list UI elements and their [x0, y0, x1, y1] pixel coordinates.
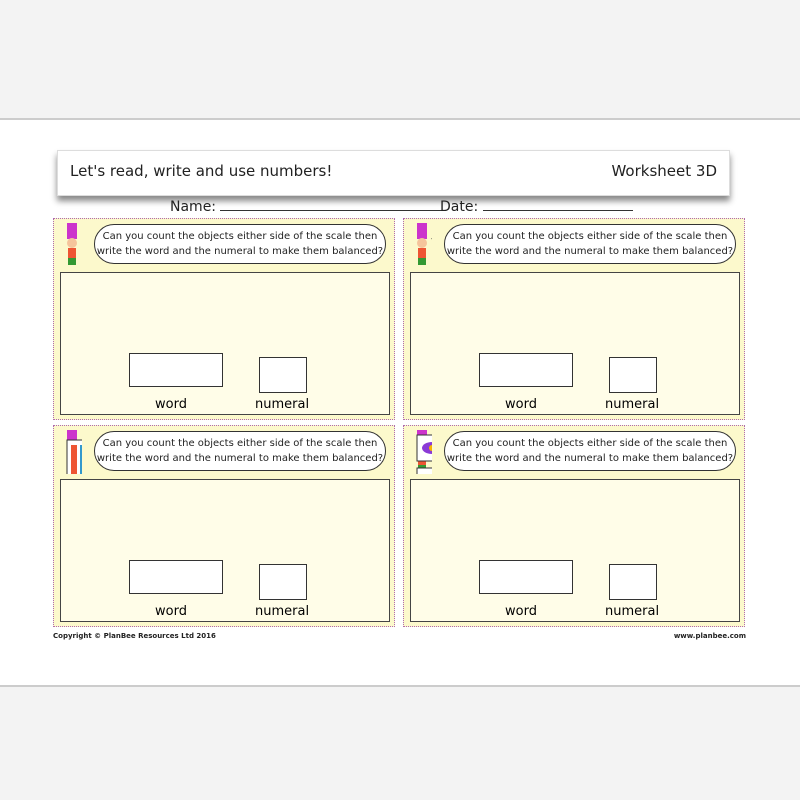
header-bar: Let's read, write and use numbers! Works… [57, 150, 730, 196]
activity-panel: Can you count the objects either side of… [53, 218, 395, 420]
numeral-label: numeral [255, 604, 310, 619]
numeral-answer-box[interactable] [609, 564, 657, 600]
numeral-label: numeral [255, 397, 310, 412]
numeral-label: numeral [605, 604, 660, 619]
word-answer-box[interactable] [129, 353, 223, 387]
worksheet-title: Let's read, write and use numbers! [70, 162, 333, 180]
word-label: word [155, 397, 187, 412]
activity-panel: Can you count the objects either side of… [53, 425, 395, 627]
worksheet-number: Worksheet 3D [611, 162, 717, 180]
scale-scene: word numeral [60, 479, 390, 622]
sweet-card [416, 467, 448, 495]
numeral-answer-box[interactable] [259, 564, 307, 600]
question-bubble: Can you count the objects either side of… [444, 224, 736, 264]
copyright: Copyright © PlanBee Resources Ltd 2016 [53, 632, 216, 640]
word-answer-box[interactable] [479, 560, 573, 594]
question-bubble: Can you count the objects either side of… [94, 431, 386, 471]
numeral-answer-box[interactable] [259, 357, 307, 393]
scale-scene: word numeral [410, 272, 740, 415]
word-answer-box[interactable] [129, 560, 223, 594]
name-field: Name: [170, 198, 443, 215]
website: www.planbee.com [673, 632, 746, 640]
child-character-icon [62, 430, 369, 551]
activity-panel: Can you count the objects either side of… [403, 425, 745, 627]
question-bubble: Can you count the objects either side of… [94, 224, 386, 264]
word-answer-box[interactable] [479, 353, 573, 387]
name-label: Name: [170, 199, 217, 215]
numeral-answer-box[interactable] [609, 357, 657, 393]
child-character-icon [412, 223, 729, 355]
word-label: word [505, 604, 537, 619]
scale-scene: word numeral [60, 272, 390, 415]
activity-panel: Can you count the objects either side of… [403, 218, 745, 420]
word-label: word [155, 604, 187, 619]
scale-scene: word numeral [410, 479, 740, 622]
child-character-icon [62, 223, 387, 344]
date-field: Date: [440, 198, 633, 215]
word-label: word [505, 397, 537, 412]
date-label: Date: [440, 199, 479, 215]
child-character-icon [412, 430, 738, 551]
question-bubble: Can you count the objects either side of… [444, 431, 736, 471]
numeral-label: numeral [605, 397, 660, 412]
